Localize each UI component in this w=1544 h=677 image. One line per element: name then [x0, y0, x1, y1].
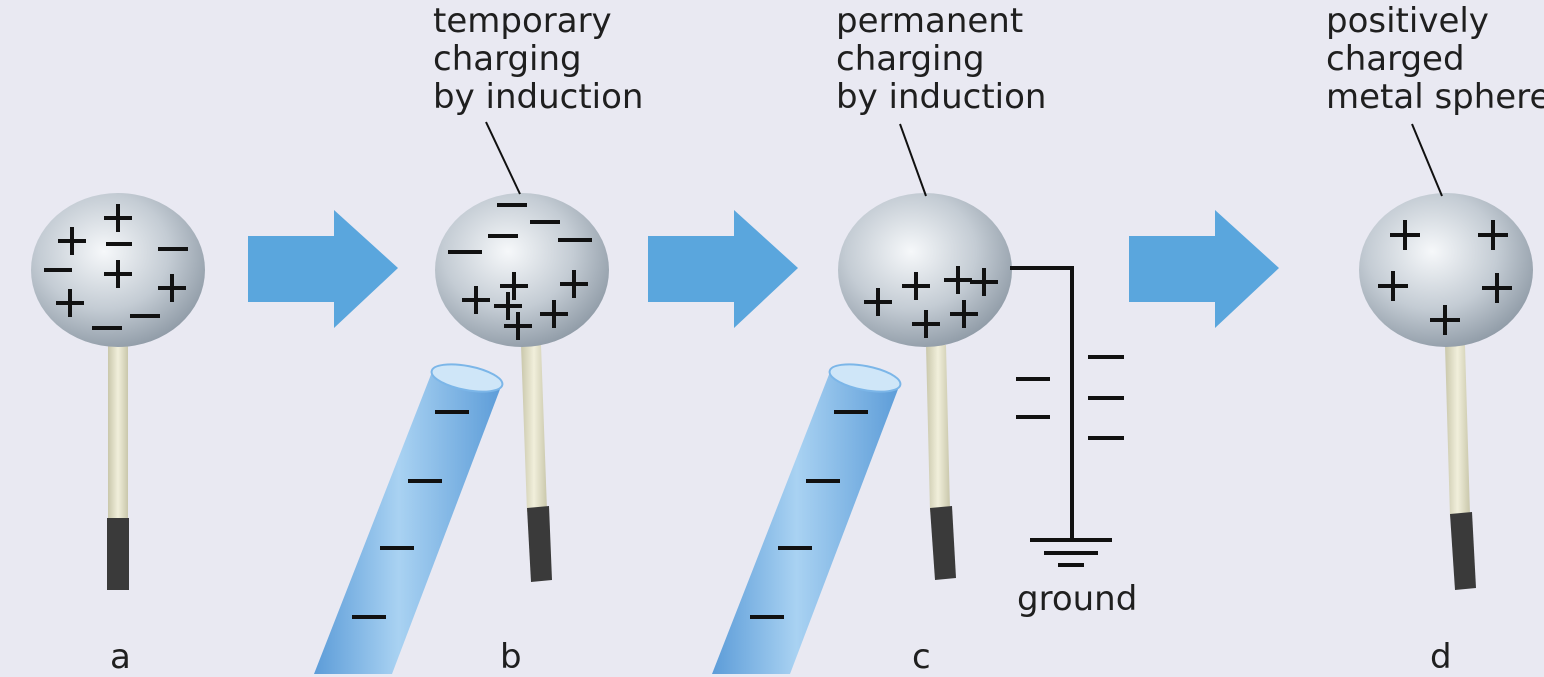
metal-sphere-c — [838, 193, 1012, 347]
handle-b — [521, 345, 547, 512]
arrow-right-icon — [248, 210, 398, 328]
handle-a — [108, 345, 128, 520]
rod-charges-b — [352, 410, 469, 619]
ground-charges — [1016, 355, 1124, 440]
sphere-a — [31, 193, 205, 590]
pointer-line-positive — [1411, 123, 1443, 197]
label-temporary-charging: temporary charging by induction — [433, 1, 644, 117]
handle-d — [1445, 345, 1470, 517]
pointer-line-permanent — [899, 123, 927, 197]
handle-tip-a — [107, 518, 129, 590]
charged-rod-c — [712, 363, 902, 674]
label-permanent-charging: permanent charging by induction — [836, 1, 1047, 117]
charges-b — [448, 203, 592, 340]
charges-d — [1378, 220, 1512, 335]
label-ground: ground — [1017, 579, 1138, 619]
sphere-c — [838, 193, 1012, 580]
sphere-b — [435, 193, 609, 582]
arrow-right-icon — [1129, 210, 1279, 328]
charged-rod-b — [314, 363, 504, 674]
handle-c — [926, 345, 950, 512]
sphere-d — [1359, 193, 1533, 590]
panel-label-d: d — [1430, 637, 1452, 677]
pointer-line-temporary — [485, 121, 521, 195]
panel-label-b: b — [500, 637, 522, 677]
metal-sphere-d — [1359, 193, 1533, 347]
handle-tip-c — [930, 506, 956, 580]
ground-wire — [1010, 266, 1112, 567]
charges-c — [864, 266, 998, 338]
handle-tip-b — [527, 506, 552, 582]
label-positively-charged: positively charged metal sphere — [1326, 1, 1544, 117]
metal-sphere-b — [435, 193, 609, 347]
charges-a — [44, 204, 188, 330]
panel-label-c: c — [912, 637, 931, 677]
arrow-right-icon — [648, 210, 798, 328]
rod-charges-c — [750, 410, 868, 619]
handle-tip-d — [1450, 512, 1476, 590]
panel-label-a: a — [110, 637, 131, 677]
